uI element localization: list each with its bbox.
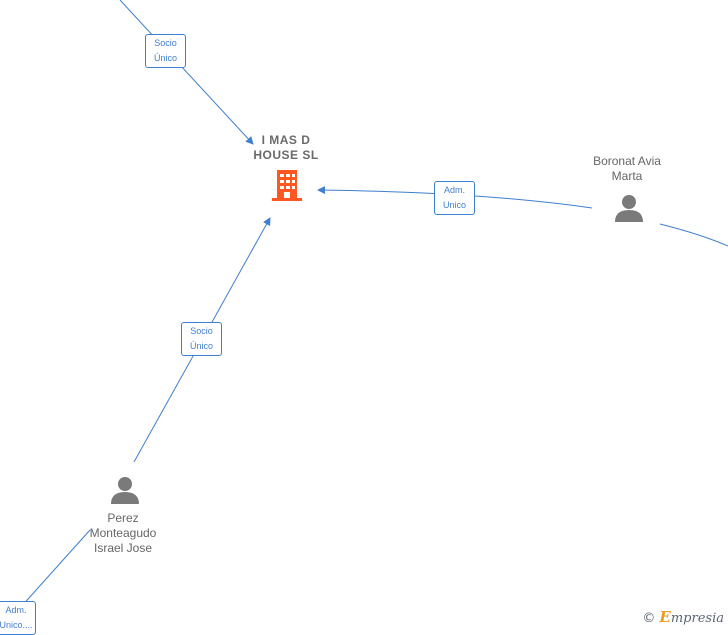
company-name[interactable]: I MAS D HOUSE SL [236,133,336,163]
edge-label-adm-bottom[interactable]: Adm. Unico.... [0,601,36,635]
edge-boronat-out [659,223,728,247]
person-perez-line1: Perez [107,511,139,525]
person-perez-label[interactable]: Perez Monteagudo Israel Jose [68,511,178,556]
edge-label-text: Adm. [5,605,27,615]
edge-label-adm-right[interactable]: Adm. Unico [434,181,475,215]
edge-socio-top [119,0,254,145]
company-name-line1: I MAS D [261,133,311,147]
edge-label-text: Socio [190,326,213,336]
edge-label-text: Socio [154,38,177,48]
edge-label-socio-mid[interactable]: Socio Único [181,322,222,356]
person-perez-line2: Monteagudo [89,526,157,540]
person-icon[interactable] [110,475,140,505]
person-icon[interactable] [614,193,644,223]
edge-label-socio-top[interactable]: Socio Único [145,34,186,68]
person-boronat-label[interactable]: Boronat Avia Marta [572,154,682,184]
edge-label-text: Unico.... [0,620,33,630]
empresia-logo: ©Empresia [642,608,724,626]
building-icon[interactable] [271,168,303,202]
company-name-line2: HOUSE SL [253,148,319,162]
brand-name: mpresia [670,611,724,626]
edge-label-text: Único [189,341,213,351]
edge-adm-bottom [19,529,91,609]
copyright-symbol: © [642,611,656,626]
edge-label-text: Único [153,53,177,63]
person-boronat-line2: Marta [611,169,643,183]
edge-label-text: Unico [442,200,466,210]
edge-label-text: Adm. [443,185,465,195]
brand-initial: E [659,608,671,626]
person-perez-line3: Israel Jose [93,541,153,555]
person-boronat-line1: Boronat Avia [593,154,661,168]
